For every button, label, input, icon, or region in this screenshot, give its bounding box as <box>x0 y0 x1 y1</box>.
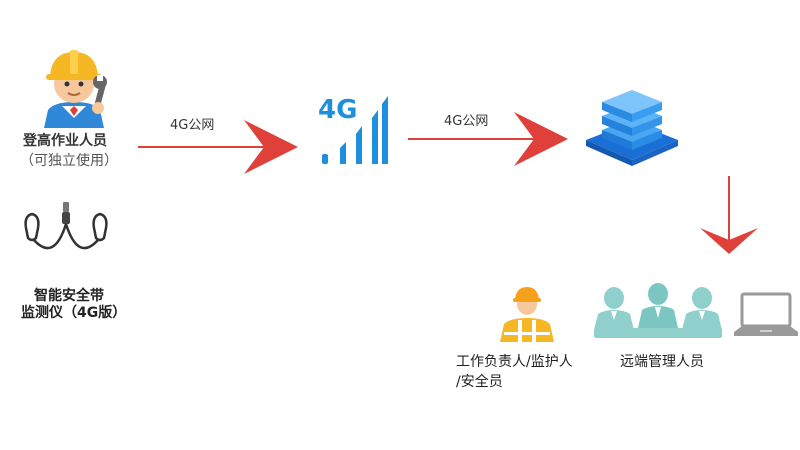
signal-4g-icon <box>318 96 392 166</box>
worker-subtitle: （可独立使用） <box>20 153 118 169</box>
remote-managers-label: 远端管理人员 <box>620 354 704 370</box>
signal-4g-text: 4G <box>318 95 358 125</box>
worker-title: 登高作业人员 <box>23 133 107 149</box>
responsible-line2: /安全员 <box>456 374 503 390</box>
link2-label: 4G公网 <box>444 114 489 129</box>
device-line2: 监测仪（4G版） <box>21 305 127 321</box>
laptop-icon <box>734 292 798 340</box>
responsible-line1: 工作负责人/监护人 <box>456 354 573 370</box>
remote-managers-icon <box>594 280 724 342</box>
safety-harness-icon <box>14 202 118 264</box>
server-icon <box>584 86 680 166</box>
responsible-worker-icon <box>496 284 558 342</box>
arrow-down-icon <box>698 176 762 256</box>
arrow-right-icon <box>138 116 300 180</box>
arrow-right-icon <box>408 108 570 172</box>
device-line1: 智能安全带 <box>34 288 104 304</box>
worker-icon <box>34 44 114 128</box>
link1-label: 4G公网 <box>170 118 215 133</box>
